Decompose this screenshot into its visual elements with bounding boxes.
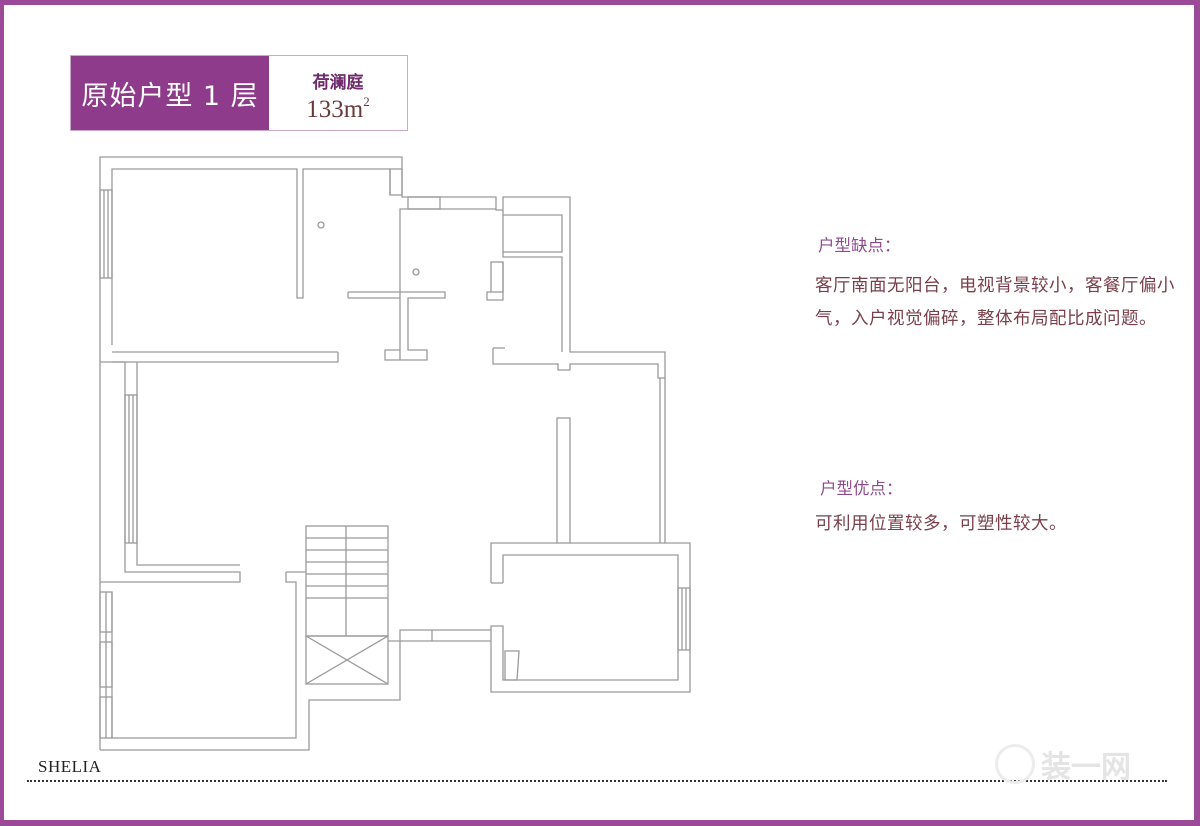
kitchen-wall bbox=[502, 210, 563, 352]
pros-body: 可利用位置较多，可塑性较大。 bbox=[815, 514, 1067, 534]
window-left-top bbox=[99, 189, 113, 279]
area-value: 133m bbox=[306, 96, 364, 123]
area-unit-superscript: 2 bbox=[363, 94, 370, 109]
project-name: 荷澜庭 bbox=[312, 73, 364, 93]
designer-signature: SHELIA bbox=[38, 757, 102, 776]
elevator-shaft bbox=[305, 635, 389, 685]
floor-drain-icon bbox=[317, 221, 325, 229]
bedroom-br-outer bbox=[490, 542, 557, 583]
floor-drain-icon bbox=[412, 268, 420, 276]
cons-body: 客厅南面无阳台，电视背景较小，客餐厅偏小气，入户视觉偏碎，整体布局配比成问题。 bbox=[815, 276, 1175, 329]
dotted-divider bbox=[27, 780, 1167, 782]
wall-line bbox=[111, 572, 297, 739]
bathroom-wall bbox=[348, 291, 446, 361]
watermark-logo-icon bbox=[995, 744, 1035, 784]
wall-line bbox=[112, 352, 339, 363]
floor-area: 133m2 bbox=[269, 94, 407, 124]
title-block: 原始户型 1 层 荷澜庭 133m2 bbox=[70, 55, 408, 131]
watermark: 装一网 bbox=[995, 738, 1165, 790]
hall-wall-top bbox=[492, 348, 665, 379]
project-info: 荷澜庭 133m2 bbox=[269, 56, 407, 130]
pros-heading: 户型优点： bbox=[820, 479, 903, 498]
door-swing bbox=[504, 650, 520, 681]
cons-heading: 户型缺点： bbox=[818, 236, 901, 255]
kitchen-wall bbox=[503, 214, 563, 253]
partition-wall bbox=[556, 417, 571, 544]
window-bedroom-br bbox=[677, 587, 691, 651]
window-top-bath2 bbox=[407, 196, 441, 210]
inner-wall-bedroom-top-left bbox=[111, 168, 391, 345]
bedroom-br-inner bbox=[490, 554, 679, 681]
page-title: 原始户型 1 层 bbox=[71, 56, 269, 130]
window-top-bath bbox=[389, 168, 403, 196]
bathroom-wall bbox=[399, 208, 496, 360]
window-kitchen-side bbox=[490, 261, 504, 293]
living-wall-left bbox=[100, 361, 241, 583]
living-wall-inner bbox=[136, 362, 240, 566]
watermark-text: 装一网 bbox=[1041, 750, 1131, 785]
window-living-left bbox=[124, 394, 138, 544]
staircase bbox=[305, 525, 389, 637]
outer-wall-top bbox=[99, 156, 691, 751]
wall-line bbox=[486, 262, 504, 301]
elevator-cross bbox=[305, 635, 389, 685]
